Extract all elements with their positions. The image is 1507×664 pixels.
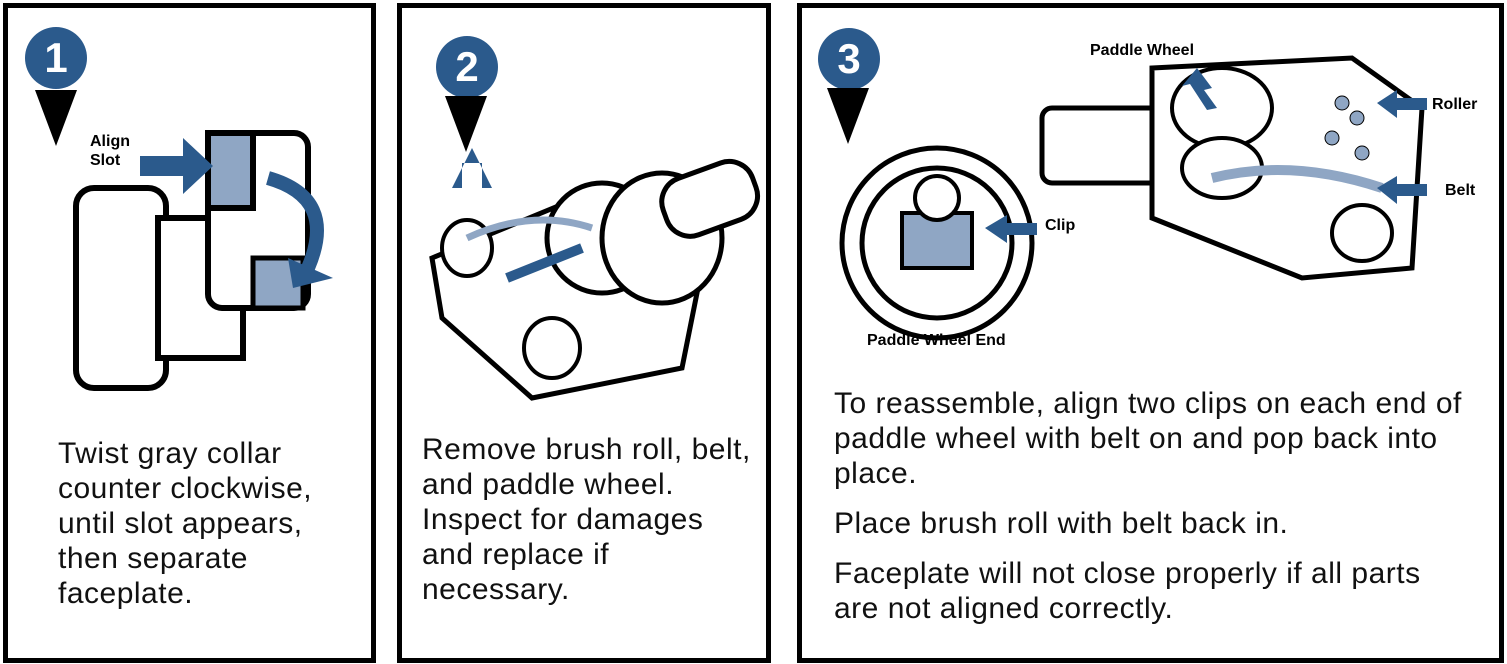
brush-head-illustration (429, 148, 761, 401)
clip-label: Clip (1045, 217, 1076, 234)
down-triangle-icon (445, 96, 487, 152)
down-triangle-icon (827, 88, 869, 144)
step-number-badge: 2 (436, 36, 498, 98)
instruction-paragraph: Faceplate will not close properly if all… (834, 557, 1421, 625)
collar-illustration (73, 130, 333, 391)
step-1-instructions: Twist gray collar counter clockwise, unt… (58, 437, 313, 610)
instruction-paragraph: Place brush roll with belt back in. (834, 507, 1289, 540)
step-2-instructions: Remove brush roll, belt, and paddle whee… (422, 433, 751, 606)
instruction-paragraph: To reassemble, align two clips on each e… (834, 387, 1462, 490)
belt-label: Belt (1445, 182, 1476, 199)
roller-label: Roller (1432, 96, 1478, 113)
step-number-badge: 1 (25, 27, 87, 89)
paddle-wheel-label: Paddle Wheel (1090, 42, 1195, 59)
step-number-badge: 3 (818, 28, 880, 90)
step-1-panel: 1 Align Slot Twist gray collar counter c… (3, 3, 376, 663)
step-3-instructions: To reassemble, align two clips on each e… (834, 386, 1474, 641)
align-slot-label: Align Slot (90, 133, 130, 169)
paddle-wheel-end-illustration (839, 145, 1037, 341)
step-3-panel: 3 Clip Paddle Wheel End Paddle Wheel Rol… (797, 3, 1504, 663)
step-2-panel: 2 Remove brush roll, belt, and paddle wh… (397, 3, 771, 663)
reassembly-illustration (1039, 55, 1427, 281)
down-triangle-icon (35, 90, 77, 146)
paddle-wheel-end-label: Paddle Wheel End (867, 332, 1006, 349)
